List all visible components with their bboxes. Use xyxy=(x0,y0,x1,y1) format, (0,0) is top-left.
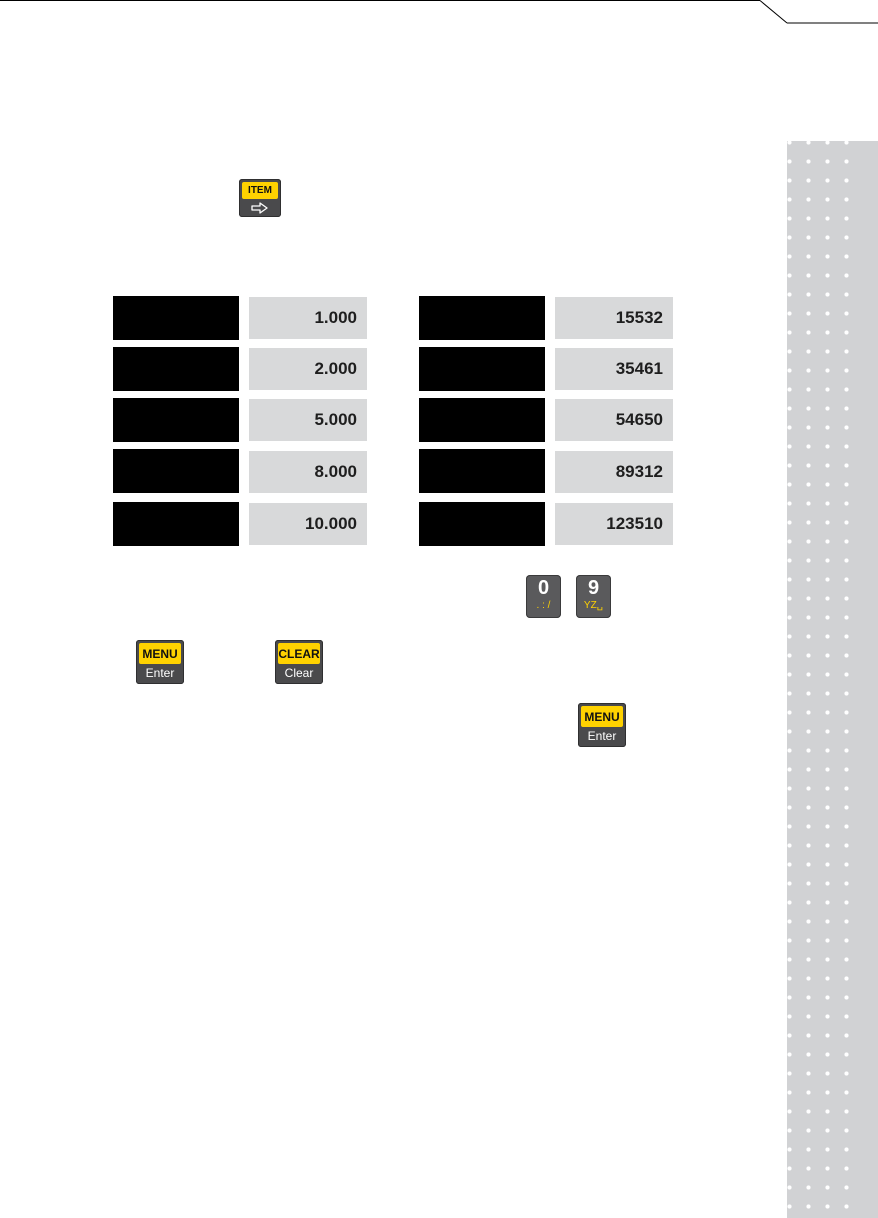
redacted-label-cell xyxy=(419,296,545,340)
redacted-label-cell xyxy=(113,347,239,391)
count-value-cell: 54650 xyxy=(555,399,673,441)
clear-key-label: CLEAR xyxy=(278,643,320,664)
enter-key-label: Enter xyxy=(145,666,175,680)
item-key-button[interactable]: ITEM xyxy=(239,179,281,217)
redacted-label-cell xyxy=(419,398,545,442)
count-value-cell: 15532 xyxy=(555,297,673,339)
item-key-label: ITEM xyxy=(242,182,278,199)
redacted-label-cell xyxy=(113,398,239,442)
enter-key-label: Enter xyxy=(587,729,617,743)
weight-value-cell: 2.000 xyxy=(249,348,367,390)
redacted-label-cell xyxy=(419,347,545,391)
clear-key-button[interactable]: CLEAR Clear xyxy=(275,640,323,684)
arrow-right-icon xyxy=(239,200,281,216)
weight-value-cell: 1.000 xyxy=(249,297,367,339)
redacted-label-cell xyxy=(113,296,239,340)
nine-key-sublabel: YZ␣ xyxy=(583,600,604,611)
weight-value-cell: 10.000 xyxy=(249,503,367,545)
zero-key-button[interactable]: 0 . : / xyxy=(526,575,561,618)
weight-value-cell: 8.000 xyxy=(249,451,367,493)
redacted-label-cell xyxy=(113,502,239,546)
zero-key-digit: 0 xyxy=(537,577,550,599)
clear-key-sublabel: Clear xyxy=(284,666,314,680)
menu-key-label: MENU xyxy=(139,643,181,664)
count-value-cell: 35461 xyxy=(555,348,673,390)
menu-enter-key-button[interactable]: MENU Enter xyxy=(578,703,626,747)
redacted-label-cell xyxy=(419,449,545,493)
zero-key-sublabel: . : / xyxy=(536,600,551,611)
redacted-label-cell xyxy=(419,502,545,546)
top-rule xyxy=(0,0,878,24)
weight-value-cell: 5.000 xyxy=(249,399,367,441)
nine-key-button[interactable]: 9 YZ␣ xyxy=(576,575,611,618)
side-strip-edge xyxy=(857,141,878,1218)
nine-key-digit: 9 xyxy=(587,577,600,599)
menu-enter-key-button[interactable]: MENU Enter xyxy=(136,640,184,684)
count-value-cell: 123510 xyxy=(555,503,673,545)
count-value-cell: 89312 xyxy=(555,451,673,493)
menu-key-label: MENU xyxy=(581,706,623,727)
redacted-label-cell xyxy=(113,449,239,493)
